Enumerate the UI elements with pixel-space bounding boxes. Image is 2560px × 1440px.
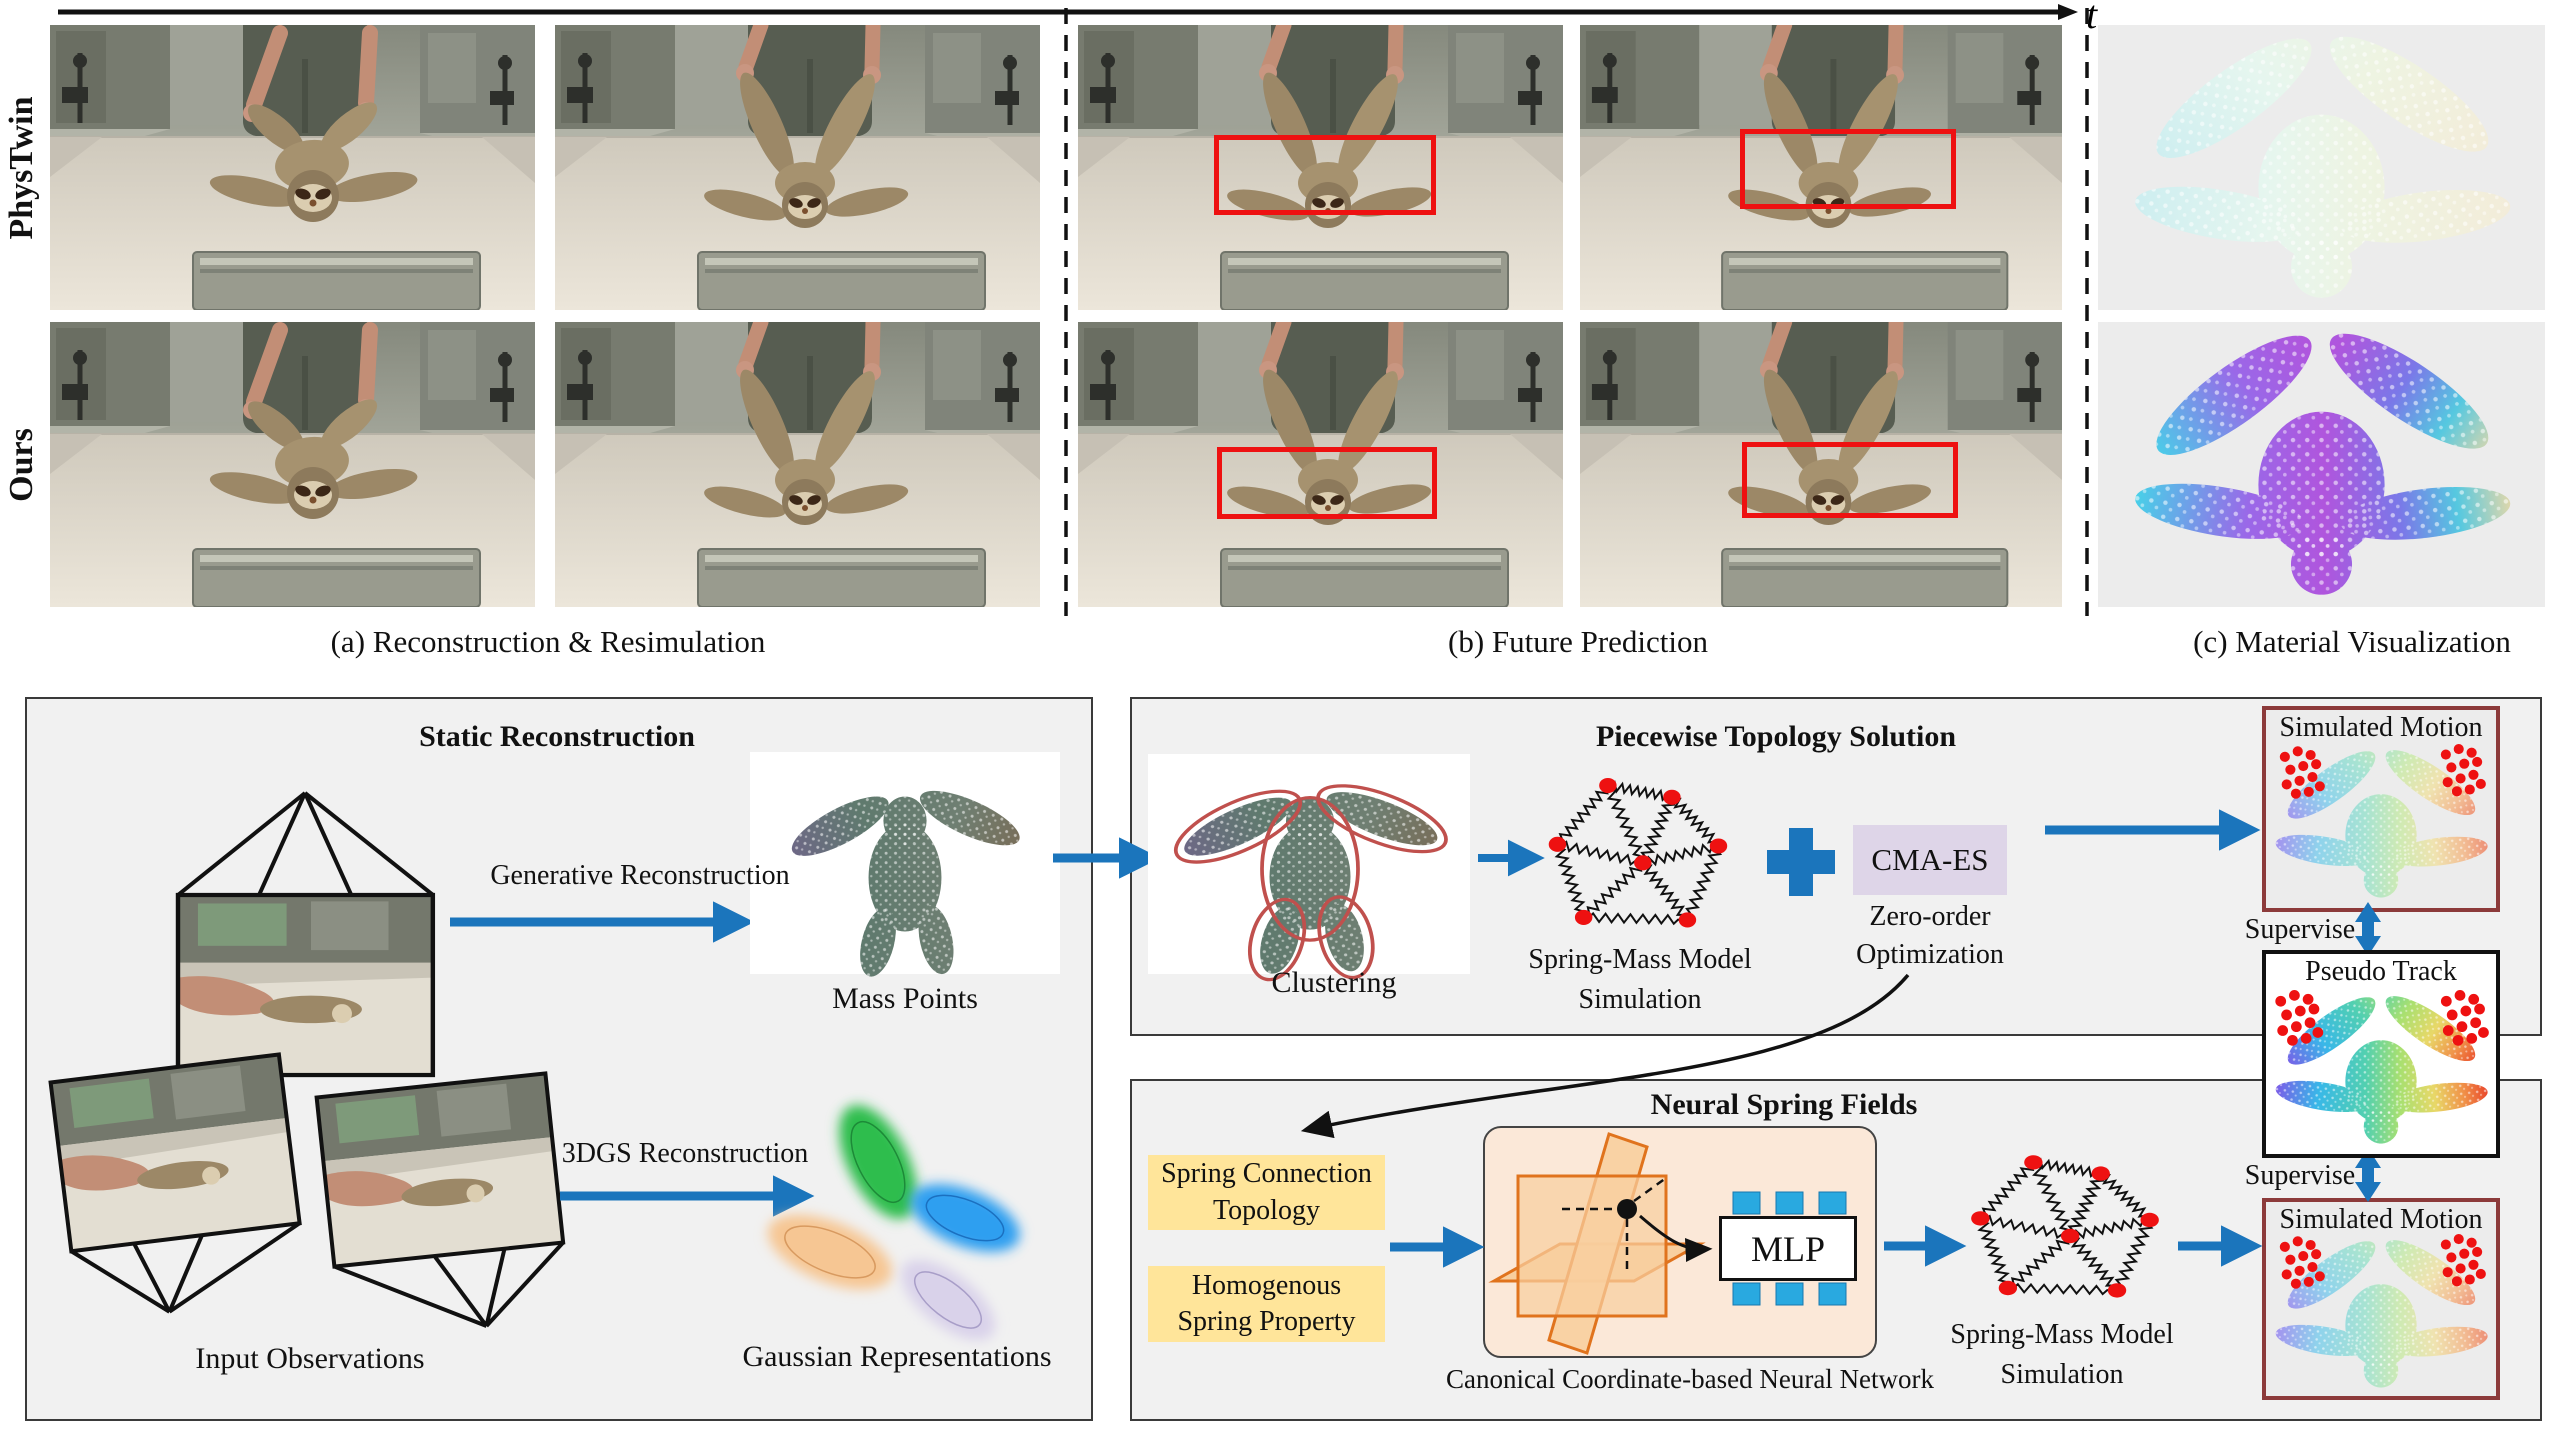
zero-order-label-2: Optimization (1856, 939, 2004, 970)
clustering-label: Clustering (1271, 966, 1397, 999)
video-frame-ours-1 (50, 322, 535, 607)
prediction-highlight-box (1217, 447, 1437, 519)
gaussian-representations-label: Gaussian Representations (742, 1340, 1052, 1373)
video-frame-ours-2 (555, 322, 1040, 607)
zero-order-label-1: Zero-order (1869, 901, 1991, 932)
homogenous-line2: Spring Property (1177, 1306, 1356, 1337)
supervise-label-bottom: Supervise (2244, 1160, 2356, 1191)
cma-es-box: CMA-ES (1853, 825, 2007, 895)
spring-mass-label-1a: Spring-Mass Model (1528, 944, 1752, 975)
prediction-highlight-box (1214, 135, 1436, 215)
canonical-network-label: Canonical Coordinate-based Neural Networ… (1445, 1364, 1935, 1394)
threedgs-reconstruction-label: 3DGS Reconstruction (561, 1138, 809, 1169)
mlp-box: MLP (1719, 1216, 1857, 1281)
simulated-motion-box-top: Simulated Motion (2262, 706, 2500, 912)
pseudo-track-box: Pseudo Track (2262, 950, 2500, 1158)
static-reconstruction-box (25, 697, 1093, 1421)
time-axis-label: t (2086, 0, 2098, 37)
static-reconstruction-title: Static Reconstruction (419, 720, 695, 753)
video-frame-ours-4 (1580, 322, 2062, 607)
homogenous-line1: Homogenous (1191, 1269, 1342, 1301)
caption-a: (a) Reconstruction & Resimulation (330, 624, 766, 659)
spring-mass-label-1b: Simulation (1578, 984, 1702, 1015)
caption-c: (c) Material Visualization (2193, 624, 2511, 659)
supervise-label-top: Supervise (2244, 914, 2356, 945)
mlp-label: MLP (1750, 1228, 1826, 1269)
neural-spring-fields-title: Neural Spring Fields (1650, 1088, 1918, 1121)
caption-b: (b) Future Prediction (1447, 624, 1709, 659)
piecewise-topology-title: Piecewise Topology Solution (1595, 720, 1957, 753)
material-visualization-phystwin (2098, 25, 2545, 310)
cma-es-label: CMA-ES (1871, 842, 1989, 877)
homogenous-spring-property-note: Homogenous Spring Property (1148, 1266, 1385, 1342)
spring-mass-label-2b: Simulation (2000, 1359, 2124, 1390)
video-frame-phystwin-1 (50, 25, 535, 310)
video-frame-phystwin-2 (555, 25, 1040, 310)
row-label-ours: Ours (3, 428, 40, 502)
video-frame-ours-3 (1078, 322, 1563, 607)
row-label-phystwin: PhysTwin (3, 96, 40, 240)
simulated-motion-box-bottom: Simulated Motion (2262, 1198, 2500, 1400)
simulated-motion-title: Simulated Motion (2279, 1204, 2483, 1235)
prediction-highlight-box (1740, 129, 1956, 209)
video-frame-phystwin-4 (1580, 25, 2062, 310)
simulated-motion-title: Simulated Motion (2279, 712, 2483, 743)
prediction-highlight-box (1742, 442, 1958, 518)
input-observations-label: Input Observations (195, 1342, 425, 1375)
generative-reconstruction-label: Generative Reconstruction (490, 860, 790, 891)
spring-mass-label-2a: Spring-Mass Model (1950, 1319, 2174, 1350)
material-visualization-ours (2098, 322, 2545, 607)
spring-connection-topology-note: Spring Connection Topology (1148, 1155, 1385, 1230)
mass-points-label: Mass Points (832, 982, 978, 1015)
pseudo-track-title: Pseudo Track (2305, 956, 2457, 987)
spring-connection-line2: Topology (1213, 1194, 1320, 1226)
video-frame-phystwin-3 (1078, 25, 1563, 310)
spring-connection-line1: Spring Connection (1161, 1158, 1372, 1190)
